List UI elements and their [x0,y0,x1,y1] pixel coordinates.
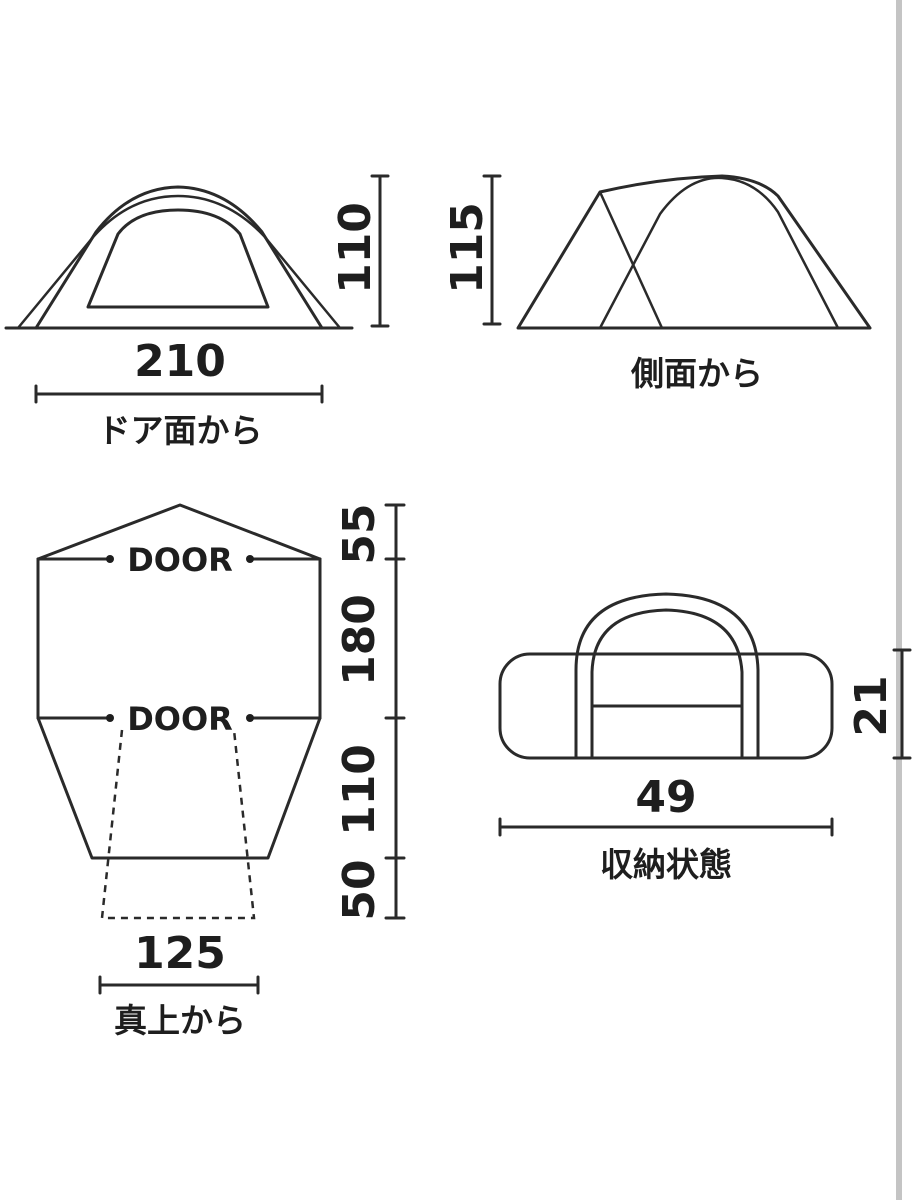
top-width-label: 125 [134,928,226,979]
bag-handle-outer [574,592,760,760]
bag-handle-inner [590,608,744,760]
front-door-label: DOOR [127,541,233,579]
side-height-label: 115 [442,202,493,294]
door-opening [86,208,270,309]
top-view: DOOR DOOR 55 180 110 50 125 真上から [36,503,406,1040]
top-extension-depth-label: 50 [334,859,385,920]
tent-outer-shell [34,185,324,330]
bag-height-label: 21 [846,675,897,736]
side-front-pole [598,191,664,329]
extension-dashed-outline [100,729,256,920]
rear-vestibule-outline [36,716,322,860]
door-side-view: 110 210 ドア面から [4,174,390,450]
rear-door-zipper-right [246,714,254,722]
door-side-height-label: 110 [330,202,381,294]
top-front-depth-label: 55 [334,503,385,564]
top-caption: 真上から [114,1001,246,1040]
side-main-arc [598,176,840,329]
top-vestibule-depth-label: 110 [334,744,385,836]
bag-width-label: 49 [635,772,696,823]
door-side-caption: ドア面から [98,411,263,450]
front-vestibule-outline [36,503,322,561]
front-door-zipper-right [246,555,254,563]
rear-door-label: DOOR [127,700,233,738]
top-inner-depth-label: 180 [334,594,385,686]
bag-body [498,652,834,760]
right-edge-bar [896,0,902,1200]
side-tent-outline [516,174,872,330]
tent-pole-arc [17,194,341,329]
packed-caption: 収納状態 [600,845,732,884]
front-door-zipper-left [106,555,114,563]
door-side-width-label: 210 [134,336,226,387]
side-view: 115 側面から [442,174,872,393]
side-caption: 側面から [630,354,763,393]
packed-bag-view: 21 49 収納状態 [498,592,912,884]
rear-door-zipper-left [106,714,114,722]
